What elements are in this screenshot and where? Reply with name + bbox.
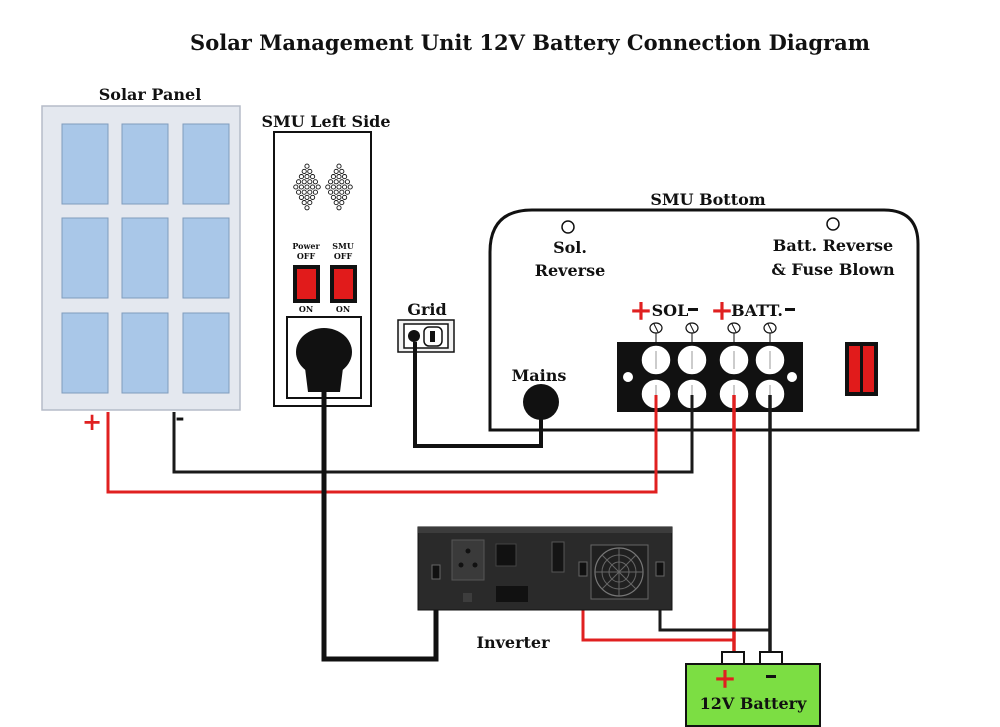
wire-inverter-negative [658, 570, 770, 632]
smu-switch[interactable] [330, 265, 357, 303]
inverter-label-plate [496, 586, 528, 602]
diagram-title: Solar Management Unit 12V Battery Connec… [190, 30, 870, 55]
inverter-positive-terminal[interactable] [578, 561, 588, 577]
battery [685, 651, 821, 727]
smu-socket[interactable] [286, 316, 362, 399]
solar-cell [61, 217, 109, 299]
power-switch-label-line2: OFF [297, 251, 316, 261]
solar-cell [182, 312, 230, 394]
grid-outlet[interactable] [397, 319, 455, 353]
grid-label: Grid [407, 300, 446, 319]
solar-panel-label: Solar Panel [99, 85, 202, 104]
solar-panel-minus-sign: - [175, 405, 184, 431]
sol-terminal-label: SOL [652, 301, 689, 320]
inverter-fan-icon [590, 544, 649, 600]
inverter-input-terminal[interactable] [431, 564, 441, 580]
vent-grille-icon [293, 163, 353, 211]
smu-bottom-label: SMU Bottom [650, 190, 765, 209]
inverter [417, 526, 673, 611]
smu-left-label: SMU Left Side [261, 112, 390, 131]
batt-minus-sign [785, 308, 795, 311]
power-switch-on-label: ON [299, 304, 313, 314]
battery-negative-terminal[interactable] [759, 651, 783, 665]
smu-switch-on-label: ON [336, 304, 350, 314]
solar-cell [61, 312, 109, 394]
inverter-display [495, 543, 517, 567]
sol-reverse-label-line2: Reverse [535, 261, 606, 280]
smu-left-side-panel: Power OFF SMU OFF ON ON [273, 131, 372, 407]
mains-label: Mains [512, 366, 567, 385]
solar-cell [121, 123, 169, 205]
inverter-label: Inverter [476, 633, 550, 652]
solar-cell [182, 123, 230, 205]
batt-reverse-label-line1: Batt. Reverse [773, 236, 893, 255]
solar-panel [41, 105, 241, 411]
solar-cell [121, 217, 169, 299]
solar-cell [182, 217, 230, 299]
power-switch[interactable] [293, 265, 320, 303]
fuse-holder[interactable] [845, 342, 878, 396]
power-switch-label-line1: Power [292, 241, 320, 251]
smu-switch-label-line1: SMU [332, 241, 354, 251]
mains-connector[interactable] [523, 384, 559, 420]
battery-label: 12V Battery [700, 694, 808, 713]
wire-grid-mains [413, 342, 543, 448]
inverter-negative-terminal[interactable] [655, 561, 665, 577]
batt-reverse-led-icon [826, 217, 840, 231]
wire-smu-inverter [321, 390, 439, 662]
smu-bottom-panel [488, 208, 920, 432]
solar-panel-plus-sign: + [82, 407, 102, 436]
batt-reverse-label-line2: & Fuse Blown [771, 260, 895, 279]
solar-cell [61, 123, 109, 205]
sol-plus-sign: + [629, 294, 652, 327]
terminal-top-markers [649, 322, 777, 342]
wire-solar-positive [106, 395, 658, 494]
battery-plus-sign: + [713, 662, 736, 695]
sol-reverse-led-icon [561, 220, 575, 234]
wire-solar-negative [172, 395, 694, 474]
solar-cell [121, 312, 169, 394]
batt-plus-sign: + [710, 294, 733, 327]
inverter-ac-outlet-icon [451, 539, 485, 581]
terminal-block [617, 342, 803, 412]
smu-switch-label-line2: OFF [334, 251, 353, 261]
sol-reverse-label-line1: Sol. [553, 238, 587, 257]
sol-minus-sign [688, 308, 698, 311]
battery-minus-sign [766, 675, 776, 678]
batt-terminal-label: BATT. [731, 301, 783, 320]
inverter-rocker-switch[interactable] [551, 541, 565, 573]
wires [106, 342, 772, 662]
